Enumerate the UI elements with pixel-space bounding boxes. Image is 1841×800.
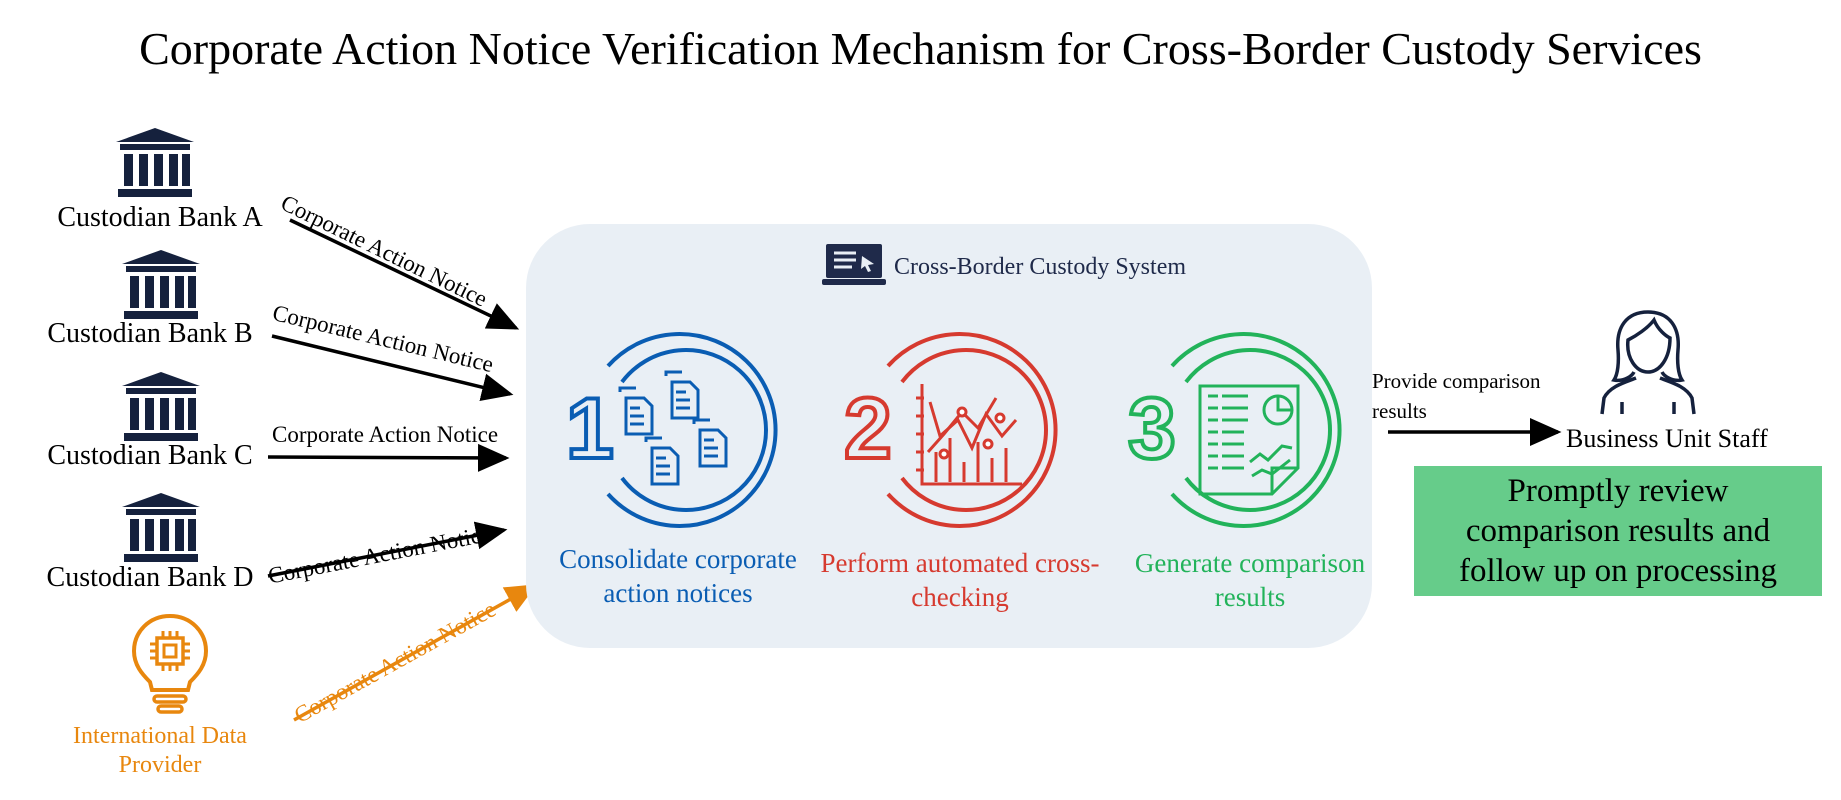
step-number: 2 — [844, 381, 892, 477]
step-2-caption: Perform automated cross-checking — [820, 548, 1100, 612]
arrow-bank-d — [267, 521, 508, 578]
system-title: Cross-Border Custody System — [894, 254, 1187, 280]
chart-analysis-icon — [916, 384, 1022, 486]
provide-results-label: Provide comparison results — [1372, 369, 1541, 423]
documents-icon — [618, 370, 728, 486]
edge-label: Corporate Action Notice — [272, 422, 499, 447]
step-1-caption: Consolidate corporate action notices — [559, 544, 797, 608]
action-text: Promptly review comparison results and f… — [1458, 473, 1778, 589]
bank-label: Custodian Bank C — [47, 440, 253, 471]
custody-system-panel — [526, 224, 1372, 648]
bank-building-icon — [122, 250, 200, 319]
bank-building-icon — [116, 128, 194, 197]
bank-building-icon — [122, 372, 200, 441]
bank-building-icon — [122, 493, 200, 562]
step-number: 3 — [1128, 381, 1176, 477]
lightbulb-chip-icon — [131, 613, 209, 714]
step-1-graphic: 1 — [564, 332, 778, 528]
bank-label: Custodian Bank A — [57, 202, 263, 233]
arrow-bank-c — [267, 443, 510, 472]
diagram-title: Corporate Action Notice Verification Mec… — [139, 23, 1702, 74]
arrow-bank-b — [271, 334, 514, 401]
provider-label: International Data Provider — [73, 723, 247, 778]
step-3-caption: Generate comparison results — [1134, 548, 1366, 612]
bank-label: Custodian Bank D — [46, 562, 254, 593]
bank-label: Custodian Bank B — [47, 318, 253, 349]
arrow-provider — [293, 584, 538, 722]
person-icon — [1600, 310, 1696, 415]
step-3-graphic: 3 — [1126, 332, 1342, 528]
step-number: 1 — [566, 381, 614, 477]
report-icon — [1198, 384, 1300, 496]
recipient-label: Business Unit Staff — [1566, 424, 1768, 453]
laptop-cursor-icon — [822, 244, 886, 285]
arrow-bank-a — [289, 218, 520, 330]
action-box: Promptly review comparison results and f… — [1414, 466, 1822, 596]
step-2-graphic: 2 — [842, 332, 1058, 528]
